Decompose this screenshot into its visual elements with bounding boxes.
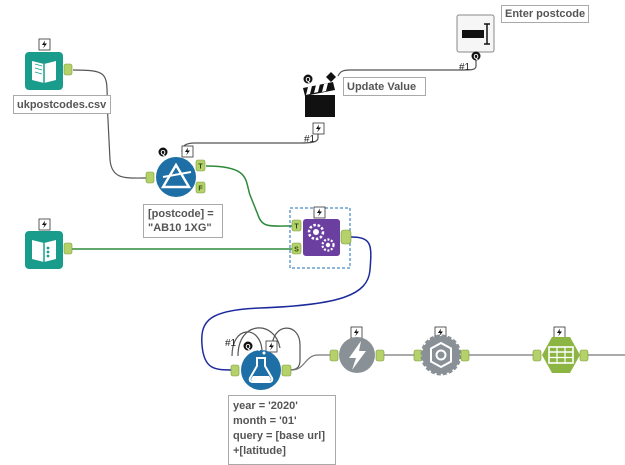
gear-badge-icon <box>430 341 452 369</box>
lightning-badge-formula <box>265 340 278 353</box>
filter-tool[interactable] <box>156 157 196 197</box>
lightning-badge-input-csv <box>38 38 51 51</box>
wire-textbox-to-update[interactable] <box>337 57 477 77</box>
formula-annotation: year = '2020' month = '01' query = [base… <box>228 395 336 465</box>
macro-t-anchor[interactable]: T <box>291 219 302 232</box>
gears-icon <box>307 223 335 252</box>
textbox-label: Enter postcode <box>501 5 589 23</box>
lightning-badge-macro <box>313 206 326 219</box>
input-2-tool[interactable] <box>25 231 63 269</box>
text-box-tool[interactable] <box>456 14 495 53</box>
input-csv-output-anchor[interactable] <box>63 63 73 76</box>
update-q-anchor-letter: Q <box>305 77 310 84</box>
update-value-label-text: Update Value <box>347 81 417 93</box>
json-parse-tool[interactable] <box>420 334 462 376</box>
input-csv-label: ukpostcodes.csv <box>13 95 111 114</box>
lightning-badge-browse <box>553 326 566 339</box>
connection-label-formula: #1 <box>225 338 237 349</box>
input-csv-tool[interactable] <box>25 52 63 90</box>
table-icon <box>548 346 574 364</box>
filter-q-anchor[interactable]: Q <box>158 147 168 157</box>
filter-input-anchor[interactable] <box>145 171 155 184</box>
macro-output-anchor[interactable] <box>340 229 352 245</box>
book-icon <box>32 61 56 83</box>
connection-label-textbox: #1 <box>459 62 471 73</box>
formula-input-anchor[interactable] <box>230 364 240 377</box>
update-value-label: Update Value <box>343 77 426 96</box>
update-q-anchor[interactable] <box>303 74 313 84</box>
lightning-icon <box>349 341 366 370</box>
lightning-badge-filter <box>181 145 194 158</box>
formula-q-anchor[interactable]: Q <box>243 341 253 351</box>
filter-false-anchor-letter: F <box>198 186 203 193</box>
input-csv-label-text: ukpostcodes.csv <box>17 99 107 111</box>
download-tool[interactable] <box>339 337 375 373</box>
input-2-output-anchor[interactable] <box>63 242 73 255</box>
book-icon <box>32 240 56 262</box>
download-output-anchor[interactable] <box>375 349 385 362</box>
filter-annotation: [postcode] = "AB10 1XG" <box>143 204 223 238</box>
update-diamond-anchor[interactable] <box>326 72 336 82</box>
wire-macro-to-formula[interactable] <box>201 236 372 371</box>
macro-s-anchor-letter: S <box>294 247 299 254</box>
wire-formula-loop-a[interactable] <box>231 331 263 357</box>
batch-macro-tool[interactable] <box>303 219 340 256</box>
filter-q-anchor-letter: Q <box>160 150 165 157</box>
json-output-anchor[interactable] <box>460 349 470 362</box>
textbox-q-anchor[interactable]: Q <box>471 51 481 61</box>
wire-formula-to-download[interactable] <box>291 354 335 371</box>
macro-t-anchor-letter: T <box>294 224 299 231</box>
filter-true-anchor[interactable]: T <box>195 159 206 172</box>
filter-annotation-line2: "AB10 1XG" <box>148 222 212 234</box>
lightning-badge-input-2 <box>38 218 51 231</box>
wire-filter-to-macro[interactable] <box>205 165 293 227</box>
formula-annotation-line2: month = '01' <box>233 415 297 427</box>
formula-annotation-line4: +[latitude] <box>233 445 286 457</box>
lightning-badge-download <box>350 326 363 339</box>
textbox-q-anchor-letter: Q <box>473 54 478 61</box>
clapperboard-icon <box>303 82 335 117</box>
wire-formula-loop-b[interactable] <box>237 327 281 357</box>
formula-tool[interactable] <box>241 349 281 390</box>
textbox-label-text: Enter postcode <box>505 8 586 20</box>
formula-annotation-line3: query = [base url] <box>233 430 326 442</box>
wire-update-to-filter[interactable] <box>181 133 319 153</box>
formula-annotation-line1: year = '2020' <box>233 400 298 412</box>
filter-true-anchor-letter: T <box>198 164 203 171</box>
flask-icon <box>248 349 274 383</box>
filter-triangle-icon <box>160 162 192 189</box>
macro-s-anchor[interactable]: S <box>291 242 302 255</box>
wire-input-to-filter[interactable] <box>72 69 149 179</box>
filter-false-anchor[interactable]: F <box>195 181 206 194</box>
text-box-icon <box>484 23 490 45</box>
connection-label-update: #1 <box>304 134 316 145</box>
browse-input-anchor[interactable] <box>532 349 542 362</box>
update-value-tool[interactable]: Q <box>303 72 336 117</box>
download-input-anchor[interactable] <box>329 349 339 362</box>
browse-output-anchor[interactable] <box>579 349 589 362</box>
json-input-anchor[interactable] <box>413 349 423 362</box>
filter-annotation-line1: [postcode] = <box>148 208 214 220</box>
formula-output-anchor[interactable] <box>281 364 292 377</box>
formula-q-anchor-letter: Q <box>245 344 250 351</box>
lightning-badge-update <box>312 122 325 135</box>
browse-tool[interactable] <box>542 337 580 373</box>
